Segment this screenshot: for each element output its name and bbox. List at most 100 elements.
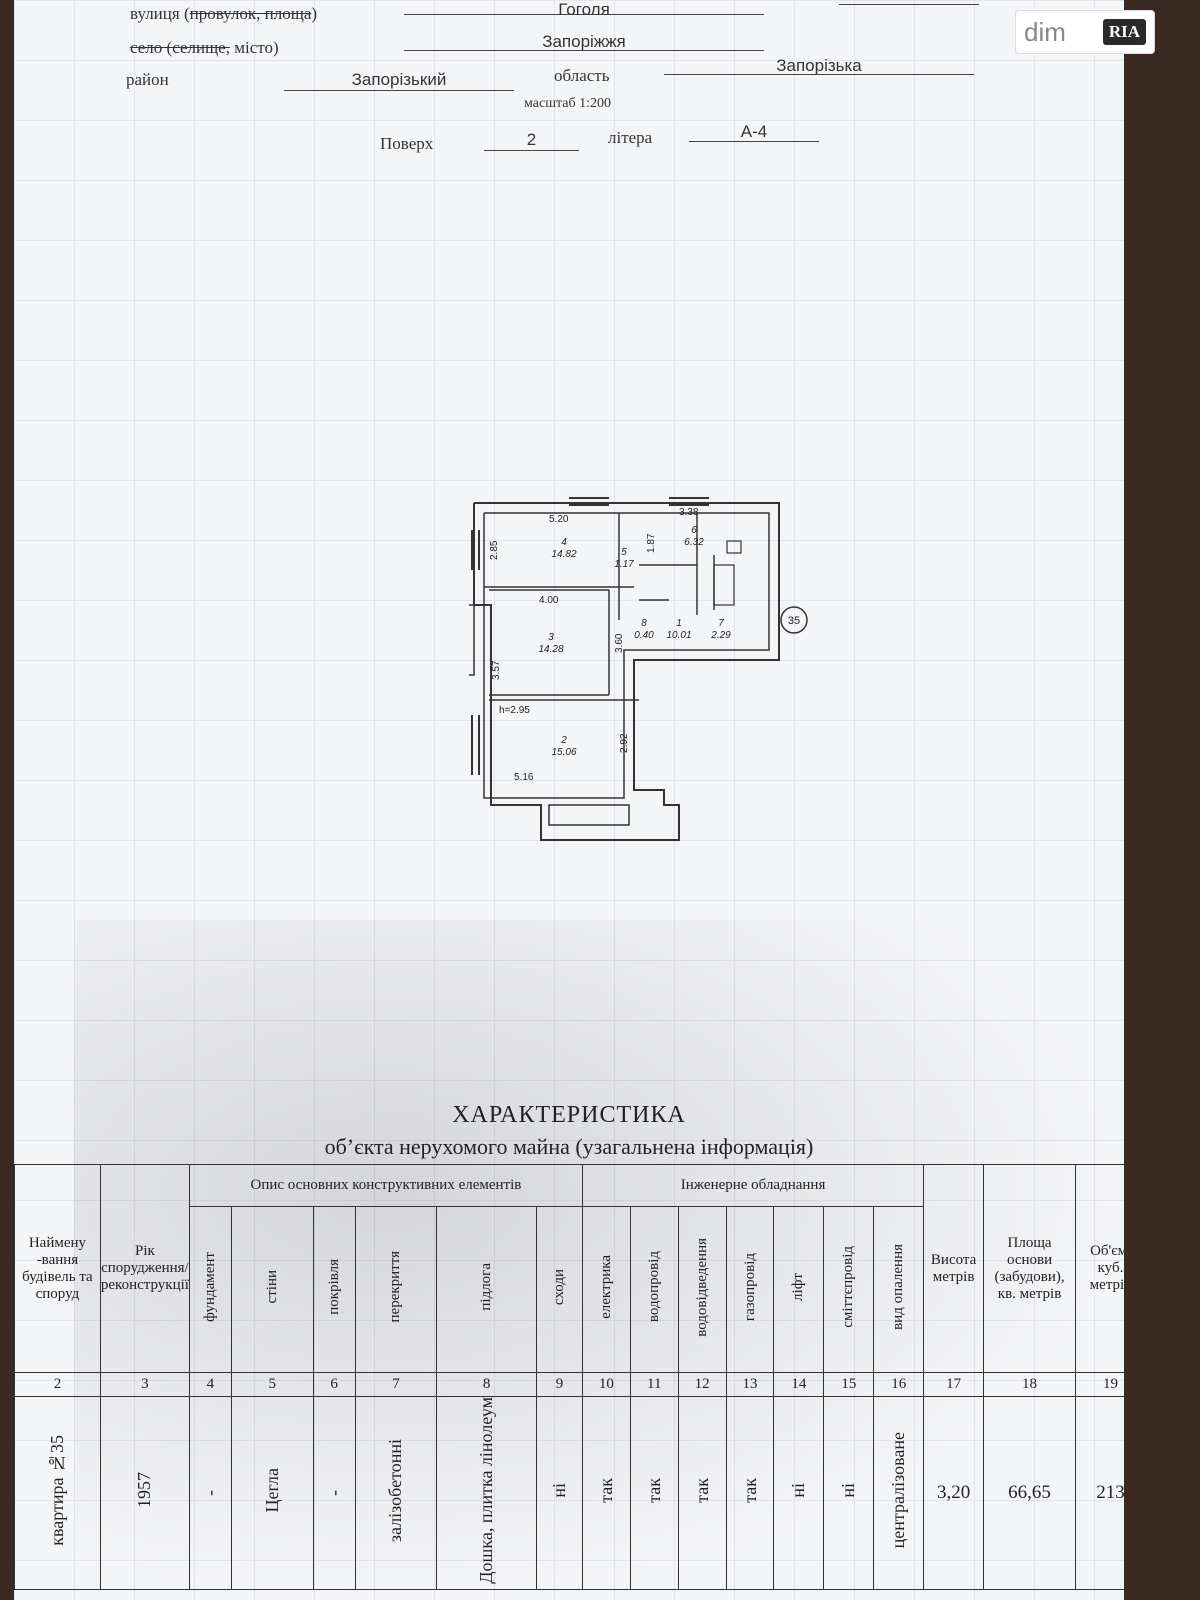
dim-room3-height: 3.57: [491, 660, 502, 680]
col-number: 9: [536, 1372, 583, 1397]
inner-wall: [483, 512, 770, 799]
room-area: 15.06: [551, 747, 576, 758]
street-value: Гоголя: [558, 0, 610, 19]
col-header: вид опалення: [873, 1206, 925, 1373]
col-number: 18: [983, 1372, 1076, 1397]
dim-mid: 3.60: [614, 633, 625, 653]
village-underline: [404, 50, 764, 51]
letter-value: А-4: [740, 122, 768, 141]
col-number: 14: [773, 1372, 825, 1397]
room-area: 6.32: [684, 537, 704, 548]
dim-left-upper: 2.85: [489, 540, 500, 560]
col-number: 16: [873, 1372, 925, 1397]
floor-label: Поверх: [380, 134, 434, 153]
region-label: область: [554, 66, 610, 85]
region-value: Запорізька: [776, 56, 862, 75]
col-number: 8: [436, 1372, 538, 1397]
plan-height: h=2.95: [499, 705, 530, 716]
room-area: 14.82: [551, 549, 576, 560]
apartment-number: 35: [788, 615, 800, 627]
cell-area: 66,65: [983, 1396, 1076, 1590]
col-volume-header: Об'єм, куб. метрів: [1075, 1164, 1124, 1373]
characteristics-table: Наймену -вання будівель та споруд Рік сп…: [14, 1164, 1124, 1590]
col-year-header: Рік спорудження/ реконструкції: [99, 1164, 190, 1373]
region-underline: [664, 74, 974, 75]
street-label: вулиця (провулок, площа): [130, 4, 318, 23]
dim-top-left: 5.20: [549, 514, 569, 525]
cell-ceiling: залізобетонні: [354, 1396, 438, 1590]
data-row: квартира №35 1957 - Цегла - залізобетонн…: [14, 1396, 1124, 1590]
cell-roof: -: [312, 1396, 356, 1590]
col-area-header: Площа основи (забудови), кв. метрів: [983, 1164, 1076, 1373]
col-number: 13: [725, 1372, 775, 1397]
cell-volume: 213: [1075, 1396, 1124, 1590]
floor-value: 2: [526, 130, 537, 149]
outer-wall: [473, 502, 780, 841]
dim-room3-width: 4.00: [539, 595, 559, 606]
village-value: Запоріжжя: [542, 32, 626, 51]
col-number: 17: [923, 1372, 985, 1397]
letter-underline: [689, 141, 819, 142]
room-no: 6: [691, 525, 697, 536]
dim-top-right: 3.38: [679, 507, 699, 518]
col-number: 3: [99, 1372, 190, 1397]
cell-name: квартира №35: [14, 1396, 101, 1590]
logo-dim-text: dim: [1024, 16, 1066, 47]
col-number: 11: [629, 1372, 679, 1397]
dim-room2-height: 2.92: [619, 733, 630, 753]
col-name-header: Наймену -вання будівель та споруд: [14, 1164, 101, 1373]
col-header: водопровід: [629, 1206, 679, 1373]
room-no: 5: [621, 547, 627, 558]
room-area: 10.01: [666, 630, 691, 641]
col-number: 5: [230, 1372, 314, 1397]
district-label: район: [126, 70, 169, 89]
cell-foundation: -: [188, 1396, 232, 1590]
room-no: 7: [718, 618, 724, 629]
district-value: Запорізький: [351, 70, 447, 89]
district-underline: [284, 90, 514, 91]
village-label: село (селище, місто): [130, 38, 279, 57]
logo-ria-text: RIA: [1102, 19, 1146, 45]
group-engineering-header: Інженерне обладнання: [581, 1164, 925, 1207]
scale-label: масштаб 1:200: [524, 96, 611, 111]
cell-garbage: ні: [823, 1396, 875, 1590]
col-header: сміттєпровід: [823, 1206, 875, 1373]
cell-floor: Дошка, плитка лінолеум: [436, 1396, 538, 1590]
cell-walls: Цегла: [230, 1396, 314, 1590]
dim-bottom: 5.16: [514, 772, 534, 783]
col-number: 2: [14, 1372, 101, 1397]
col-number: 6: [312, 1372, 356, 1397]
col-number: 4: [188, 1372, 232, 1397]
cell-stairs: ні: [536, 1396, 583, 1590]
col-header: газопровід: [725, 1206, 775, 1373]
col-header: електрика: [581, 1206, 631, 1373]
cell-heating: централізоване: [873, 1396, 925, 1590]
col-header: перекриття: [354, 1206, 438, 1373]
column-number-row: 2 3 4 5 6 7 8 9 10 11 12 13 14 15 16 17 …: [14, 1372, 1124, 1397]
col-header: стіни: [230, 1206, 314, 1373]
room-area: 1.17: [614, 559, 634, 570]
house-underline: [839, 4, 979, 5]
col-header: покрівля: [312, 1206, 356, 1373]
col-number: 19: [1075, 1372, 1124, 1397]
room-area: 2.29: [710, 630, 731, 641]
room-area: 14.28: [538, 644, 563, 655]
col-height-header: Висота метрів: [923, 1164, 985, 1373]
apartment-number-circle: [780, 606, 808, 634]
col-header: ліфт: [773, 1206, 825, 1373]
col-number: 10: [581, 1372, 631, 1397]
room-no: 8: [641, 618, 647, 629]
cell-water: так: [629, 1396, 679, 1590]
char-title: ХАРАКТЕРИСТИКА: [452, 1102, 686, 1128]
col-number: 15: [823, 1372, 875, 1397]
col-number: 12: [677, 1372, 727, 1397]
floor-underline: [484, 150, 579, 151]
col-header: водовідведення: [677, 1206, 727, 1373]
dimria-logo[interactable]: dim RIA: [1015, 10, 1155, 54]
document-page: вулиця (провулок, площа) Гоголя село (се…: [14, 0, 1124, 1600]
room-area: 0.40: [634, 630, 654, 641]
cell-height: 3,20: [923, 1396, 985, 1590]
room-no: 1: [676, 618, 682, 629]
room-no: 3: [548, 632, 554, 643]
char-subtitle: об’єкта нерухомого майна (узагальнена ін…: [324, 1134, 814, 1159]
